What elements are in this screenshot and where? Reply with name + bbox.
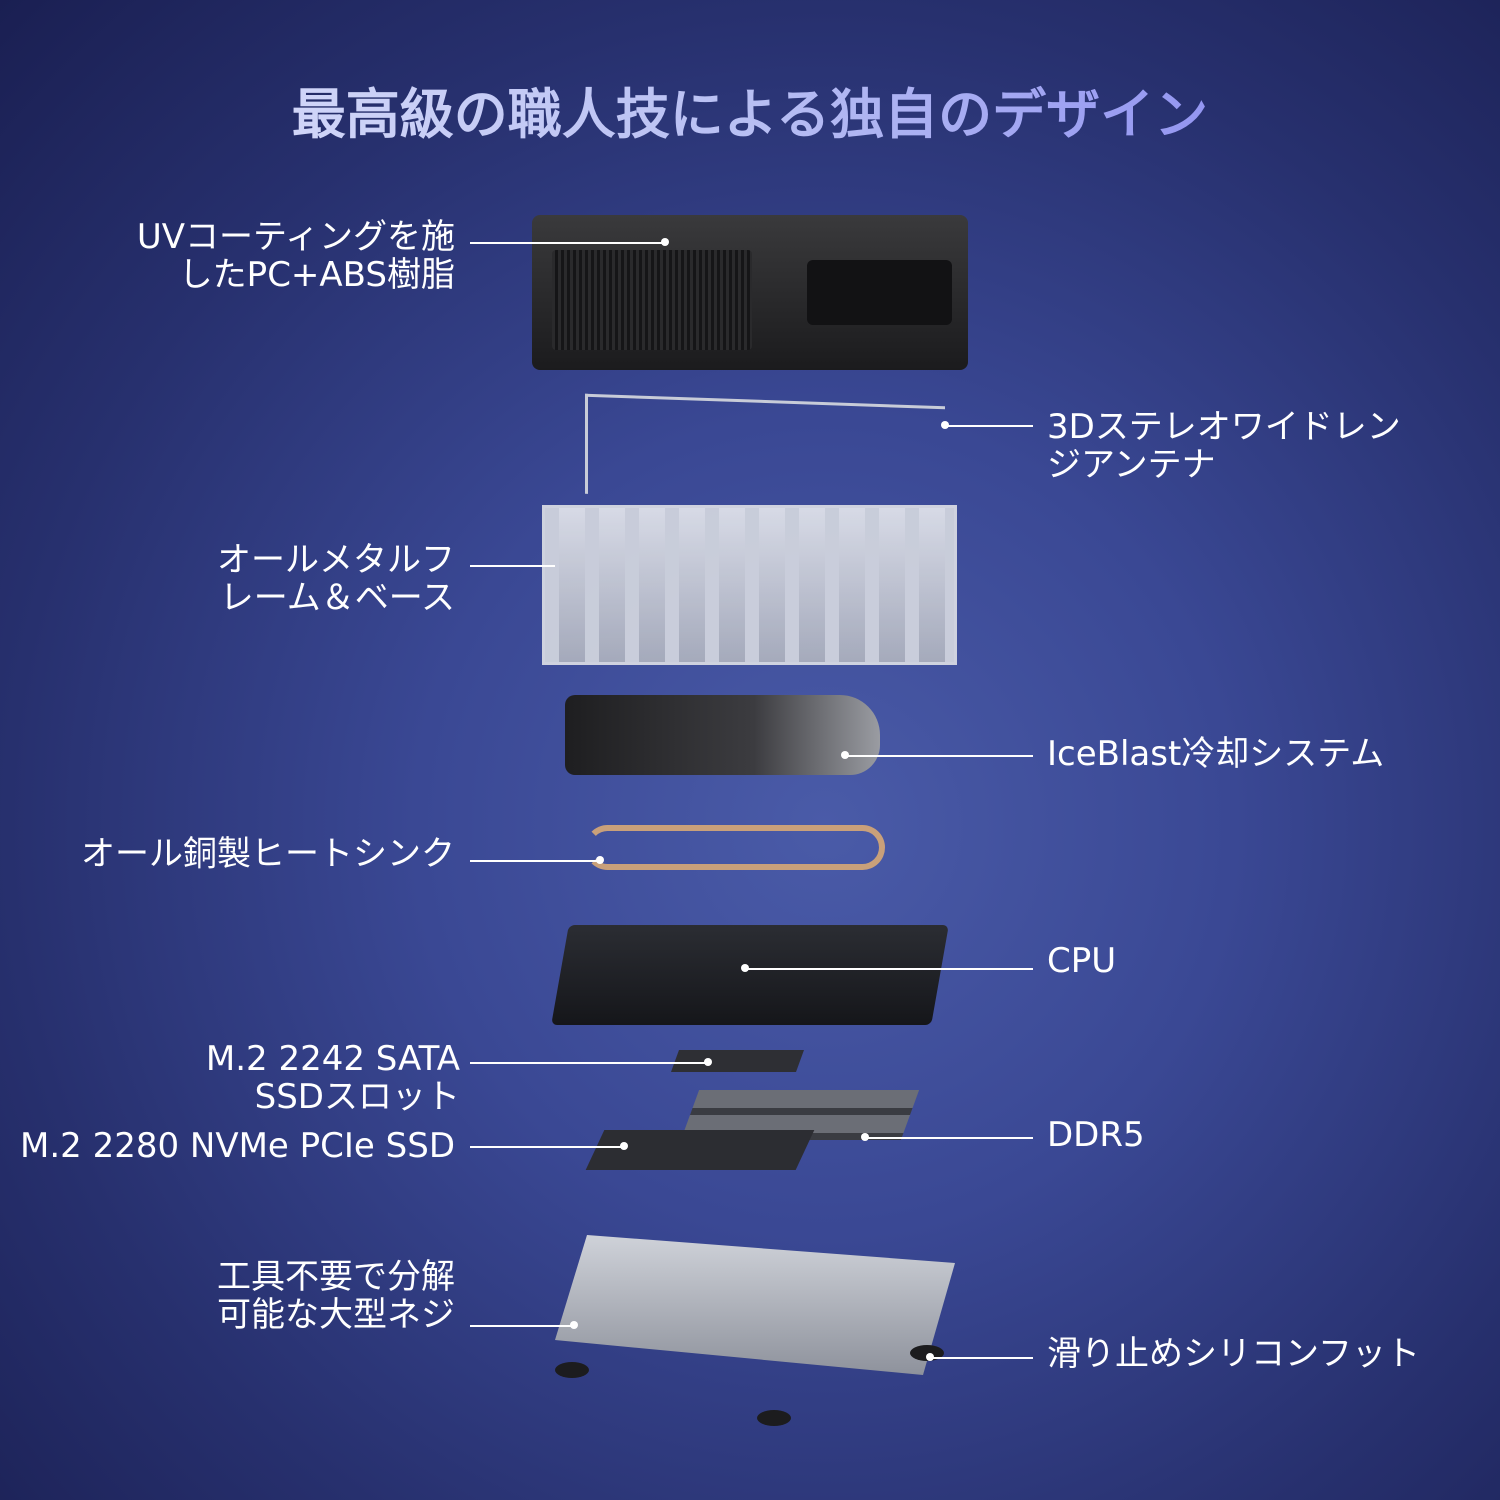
label-metal-frame: オールメタルフレーム＆ベース xyxy=(217,541,455,617)
label-line: レーム＆ベース xyxy=(219,578,455,618)
leader-dot xyxy=(570,1321,578,1329)
label-cpu: CPU xyxy=(1047,941,1117,981)
leader-line xyxy=(470,565,555,567)
antenna xyxy=(585,393,945,507)
label-uv-coating: UVコーティングを施したPC+ABS樹脂 xyxy=(137,218,455,294)
vent-grille xyxy=(552,250,752,350)
cooling-fan xyxy=(565,695,880,775)
nvme-ssd xyxy=(585,1130,815,1170)
front-panel xyxy=(807,260,952,325)
label-ddr5: DDR5 xyxy=(1047,1115,1145,1155)
leader-dot xyxy=(741,964,749,972)
label-antenna: 3Dステレオワイドレンジアンテナ xyxy=(1047,408,1401,484)
leader-line xyxy=(470,1146,625,1148)
label-line: したPC+ABS樹脂 xyxy=(178,255,455,295)
leader-line xyxy=(945,425,1033,427)
base-plate xyxy=(555,1235,955,1375)
label-line: 可能な大型ネジ xyxy=(217,1295,455,1335)
leader-dot xyxy=(620,1142,628,1150)
silicone-foot xyxy=(555,1362,589,1378)
heatsink xyxy=(585,825,885,870)
label-line: 工具不要で分解 xyxy=(217,1257,455,1297)
leader-line xyxy=(470,1062,710,1064)
leader-line xyxy=(470,242,665,244)
leader-dot xyxy=(661,238,669,246)
leader-dot xyxy=(596,856,604,864)
metal-frame xyxy=(542,505,957,665)
label-tool-free-screws: 工具不要で分解可能な大型ネジ xyxy=(217,1258,455,1334)
leader-line xyxy=(745,968,1033,970)
leader-line xyxy=(865,1137,1033,1139)
label-silicone-feet: 滑り止めシリコンフット xyxy=(1047,1334,1420,1374)
label-heatsink: オール銅製ヒートシンク xyxy=(81,834,455,874)
label-nvme-ssd: M.2 2280 NVMe PCIe SSD xyxy=(19,1126,455,1166)
label-cooling: IceBlast冷却システム xyxy=(1047,734,1385,774)
leader-dot xyxy=(704,1058,712,1066)
case-top xyxy=(532,215,968,370)
label-line: UVコーティングを施 xyxy=(136,217,455,257)
label-line: オールメタルフ xyxy=(217,540,455,580)
sata-ssd xyxy=(670,1050,805,1072)
motherboard xyxy=(551,925,949,1025)
leader-dot xyxy=(861,1133,869,1141)
label-line: M.2 2242 SATA xyxy=(205,1039,460,1079)
page-title: 最高級の職人技による独自のデザイン xyxy=(0,70,1500,149)
leader-line xyxy=(930,1357,1033,1359)
label-line: ジアンテナ xyxy=(1047,445,1216,485)
leader-dot xyxy=(926,1353,934,1361)
leader-dot xyxy=(841,751,849,759)
silicone-foot xyxy=(757,1410,791,1426)
label-line: SSDスロット xyxy=(254,1077,460,1117)
label-line: 3Dステレオワイドレン xyxy=(1047,407,1401,447)
leader-line xyxy=(845,755,1033,757)
leader-dot xyxy=(941,421,949,429)
leader-line xyxy=(470,1325,575,1327)
leader-line xyxy=(470,860,600,862)
